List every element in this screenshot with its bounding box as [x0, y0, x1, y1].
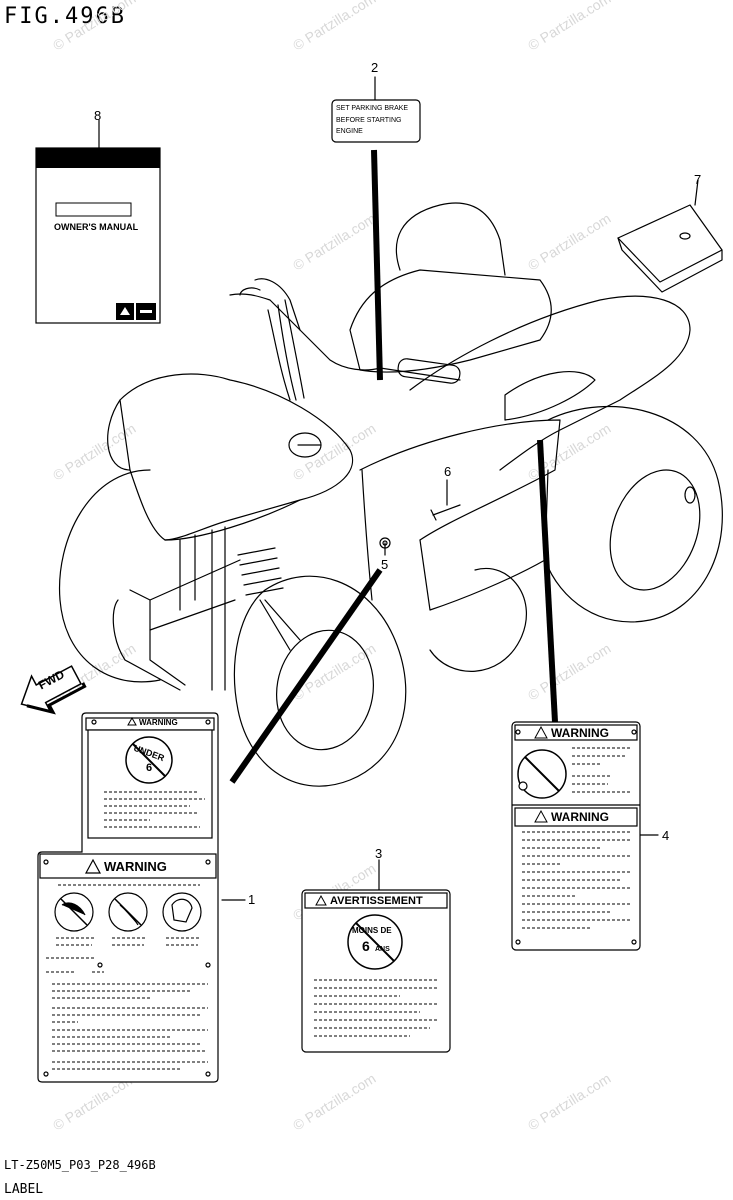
callout-2: 2	[371, 60, 379, 75]
parking-label	[331, 99, 421, 143]
warning-triangle-icon	[534, 725, 548, 739]
section-label: LABEL	[4, 1182, 44, 1197]
label4-heading-top: WARNING	[551, 726, 609, 740]
side-panel	[359, 419, 561, 541]
label4-heading-bottom: WARNING	[551, 810, 609, 824]
parking-label-line1: SET PARKING BRAKE	[336, 105, 409, 112]
warning-triangle-icon	[315, 894, 327, 906]
callout-6: 6	[444, 464, 452, 479]
label-1	[37, 712, 219, 1083]
label-4	[511, 721, 641, 951]
label1-main-heading: WARNING	[104, 859, 167, 874]
warning-triangle-icon	[534, 809, 548, 823]
callout-8: 8	[94, 108, 102, 123]
front-wheel-hub	[275, 629, 375, 751]
callout-1: 1	[248, 892, 256, 907]
handlebar	[229, 293, 461, 381]
rear-wheel-hub	[609, 469, 701, 591]
callout-3: 3	[375, 846, 383, 861]
label3-symbol-line2: ANS	[375, 946, 390, 953]
label3-symbol-line1: MOINS DE	[352, 926, 392, 935]
rear-tire	[544, 405, 723, 623]
manual-title: OWNER'S MANUAL	[54, 222, 139, 232]
warning-triangle-icon	[84, 858, 102, 874]
callout-4: 4	[662, 828, 670, 843]
front-fender	[119, 373, 354, 541]
front-bumper	[112, 599, 181, 691]
fwd-arrow	[20, 665, 87, 715]
fuel-cap	[288, 432, 322, 458]
figure-title: FIG.496B	[4, 4, 126, 29]
tool-pouch	[617, 204, 723, 283]
warning-triangle-icon	[127, 716, 137, 726]
owners-manual	[35, 147, 161, 324]
label3-symbol-num: 6	[362, 938, 370, 954]
shock-spring	[237, 547, 284, 596]
label1-age-num: 6	[146, 762, 153, 774]
parking-label-line3: ENGINE	[336, 128, 363, 135]
label1-top-heading: WARNING	[139, 718, 178, 727]
parking-label-line2: BEFORE STARTING	[336, 117, 402, 124]
bolt	[430, 504, 461, 521]
label3-heading: AVERTISSEMENT	[330, 895, 423, 907]
leader-label-4	[537, 439, 558, 723]
leader-label-2	[371, 149, 383, 381]
front-left-tire	[58, 469, 161, 683]
diagram-code: LT-Z50M5_P03_P28_496B	[4, 1158, 156, 1172]
callout-5: 5	[381, 557, 389, 572]
rear-fender	[409, 295, 691, 471]
leader-label-1	[229, 568, 383, 784]
front-right-tire	[233, 575, 407, 787]
callout-7: 7	[694, 172, 702, 187]
